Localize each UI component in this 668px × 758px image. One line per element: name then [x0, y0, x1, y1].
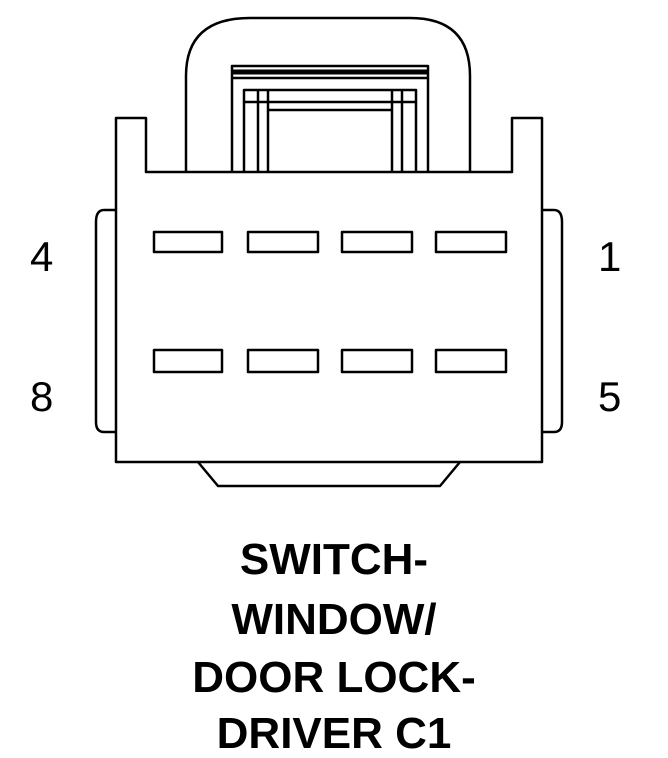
cavity-row-top	[152, 230, 508, 254]
connector-title-line-4: DRIVER C1	[216, 709, 452, 758]
cavity-3	[246, 230, 320, 254]
connector-body	[114, 116, 544, 464]
cavity-1	[434, 230, 508, 254]
cavity-6	[340, 348, 414, 374]
connector-title-line-1: SWITCH-	[239, 535, 429, 584]
right-rib	[542, 208, 564, 434]
cavity-2	[340, 230, 414, 254]
cavity-7	[246, 348, 320, 374]
connector-title-line-2: WINDOW/	[231, 595, 437, 644]
cavity-4	[152, 230, 224, 254]
pin-label-5: 5	[598, 373, 622, 420]
pin-label-1: 1	[598, 233, 622, 280]
locking-tab	[184, 16, 472, 172]
cavity-row-bottom	[152, 348, 508, 374]
pin-label-8: 8	[30, 373, 54, 420]
pin-label-4: 4	[30, 233, 54, 280]
cavity-5	[434, 348, 508, 374]
connector-title-line-3: DOOR LOCK-	[192, 653, 476, 702]
lock-latch	[230, 64, 430, 172]
cavity-8	[152, 348, 224, 374]
bottom-key	[197, 461, 461, 488]
left-rib	[94, 208, 116, 434]
